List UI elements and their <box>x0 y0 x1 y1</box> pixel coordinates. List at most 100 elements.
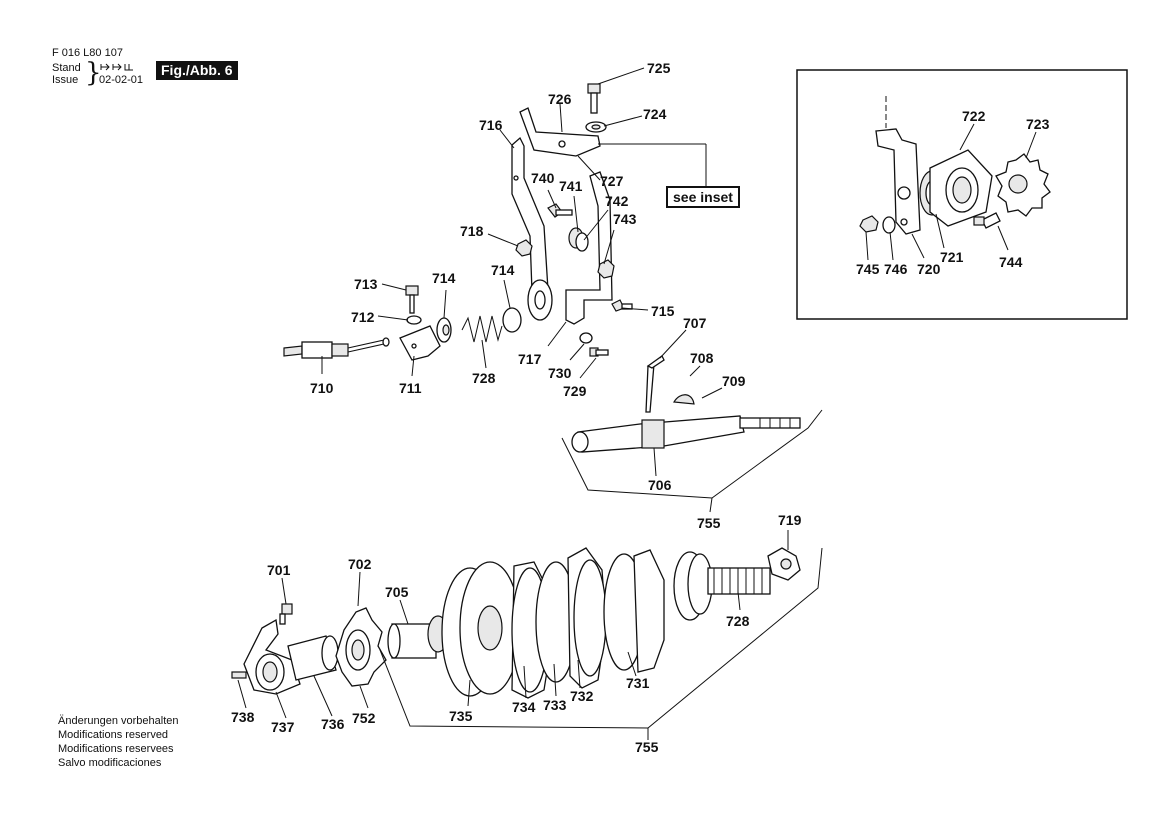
bracket-737 <box>243 618 301 695</box>
label-743: 743 <box>613 211 637 227</box>
label-716: 716 <box>479 117 503 133</box>
label-755a: 755 <box>697 515 721 531</box>
screw-729 <box>589 347 609 357</box>
label-736: 736 <box>321 716 345 732</box>
disc-732 <box>567 547 607 689</box>
label-706: 706 <box>648 477 672 493</box>
label-735: 735 <box>449 708 473 724</box>
label-741: 741 <box>559 178 583 194</box>
inset-bearing-part <box>919 170 945 216</box>
label-724: 724 <box>643 106 667 122</box>
bolt-725 <box>587 83 601 114</box>
issue-date: 02-02-01 <box>99 74 144 86</box>
label-742: 742 <box>605 193 629 209</box>
screw-715 <box>611 299 633 312</box>
label-713: 713 <box>354 276 378 292</box>
label-752: 752 <box>352 710 376 726</box>
label-723: 723 <box>1026 116 1050 132</box>
washer-730 <box>579 332 593 344</box>
label-740: 740 <box>531 170 555 186</box>
bracket-711 <box>399 325 441 361</box>
screw-719 <box>767 547 801 581</box>
label-709: 709 <box>722 373 746 389</box>
label-722: 722 <box>962 108 986 124</box>
sleeve-736 <box>287 635 339 681</box>
inset-screw-part <box>973 212 1001 229</box>
note-fr: Modifications reservees <box>58 743 174 755</box>
label-721: 721 <box>940 249 964 265</box>
spring-728a <box>461 315 503 343</box>
label-715: 715 <box>651 303 675 319</box>
label-733: 733 <box>543 697 567 713</box>
document-number: F 016 L80 107 <box>52 47 123 59</box>
bracket-726 <box>519 107 601 157</box>
label-720: 720 <box>917 261 941 277</box>
nut-743 <box>597 259 615 279</box>
footer-notes: Änderungen vorbehalten Modifications res… <box>58 714 178 770</box>
label-746: 746 <box>884 261 908 277</box>
label-712: 712 <box>351 309 375 325</box>
label-718: 718 <box>460 223 484 239</box>
inset-flange-part <box>929 149 993 227</box>
bracket-717 <box>565 171 613 325</box>
label-745: 745 <box>856 261 880 277</box>
label-717: 717 <box>518 351 542 367</box>
see-inset-box: see inset <box>666 186 740 208</box>
figure-label: Fig./Abb. 6 <box>156 61 238 80</box>
label-734: 734 <box>512 699 536 715</box>
label-732: 732 <box>570 688 594 704</box>
pin-738 <box>231 671 247 679</box>
spring-728b <box>707 567 771 595</box>
label-707: 707 <box>683 315 707 331</box>
hub-705 <box>387 615 449 659</box>
label-711: 711 <box>399 380 422 396</box>
nut-718 <box>515 239 533 257</box>
bushing-714a <box>436 317 452 343</box>
pin-707 <box>645 355 665 413</box>
key-708 <box>672 394 695 405</box>
label-727: 727 <box>600 173 624 189</box>
bracket-716 <box>511 136 553 321</box>
disc-735 <box>441 561 521 697</box>
inset-nut-washer-part <box>859 215 896 234</box>
screw-701 <box>279 603 293 625</box>
label-728a: 728 <box>472 370 496 386</box>
inset-sprocket-part <box>995 153 1051 217</box>
label-705: 705 <box>385 584 409 600</box>
disc-734 <box>511 561 553 699</box>
cable-710 <box>283 337 390 359</box>
sprocket-702-752 <box>335 607 387 687</box>
label-738: 738 <box>231 709 255 725</box>
label-708: 708 <box>690 350 714 366</box>
cap-714b <box>502 307 522 333</box>
screw-740 <box>547 203 573 218</box>
washer-712 <box>406 315 422 325</box>
label-726: 726 <box>548 91 572 107</box>
label-719: 719 <box>778 512 802 528</box>
label-731: 731 <box>626 675 650 691</box>
label-744: 744 <box>999 254 1023 270</box>
screw-713 <box>405 285 419 314</box>
inset-frame <box>796 69 1128 320</box>
label-729: 729 <box>563 383 587 399</box>
label-710: 710 <box>310 380 334 396</box>
note-en: Modifications reserved <box>58 729 169 741</box>
see-inset-label: see inset <box>673 189 733 205</box>
brace-symbol: } <box>85 58 102 88</box>
washer-741-742 <box>568 227 589 252</box>
note-de: Änderungen vorbehalten <box>58 715 179 727</box>
inset-bracket-part <box>875 96 921 235</box>
shaft-709 <box>571 415 801 453</box>
stand-label: Stand <box>52 62 81 74</box>
issue-label: Issue <box>52 74 79 86</box>
label-737: 737 <box>271 719 295 735</box>
label-714b: 714 <box>491 262 515 278</box>
label-702: 702 <box>348 556 372 572</box>
disc-731 <box>603 549 665 673</box>
disc-733 <box>535 561 577 683</box>
label-755b: 755 <box>635 739 659 755</box>
disc-plate <box>673 551 713 621</box>
washer-724 <box>585 121 607 133</box>
stand-stamp-icon <box>100 62 134 72</box>
